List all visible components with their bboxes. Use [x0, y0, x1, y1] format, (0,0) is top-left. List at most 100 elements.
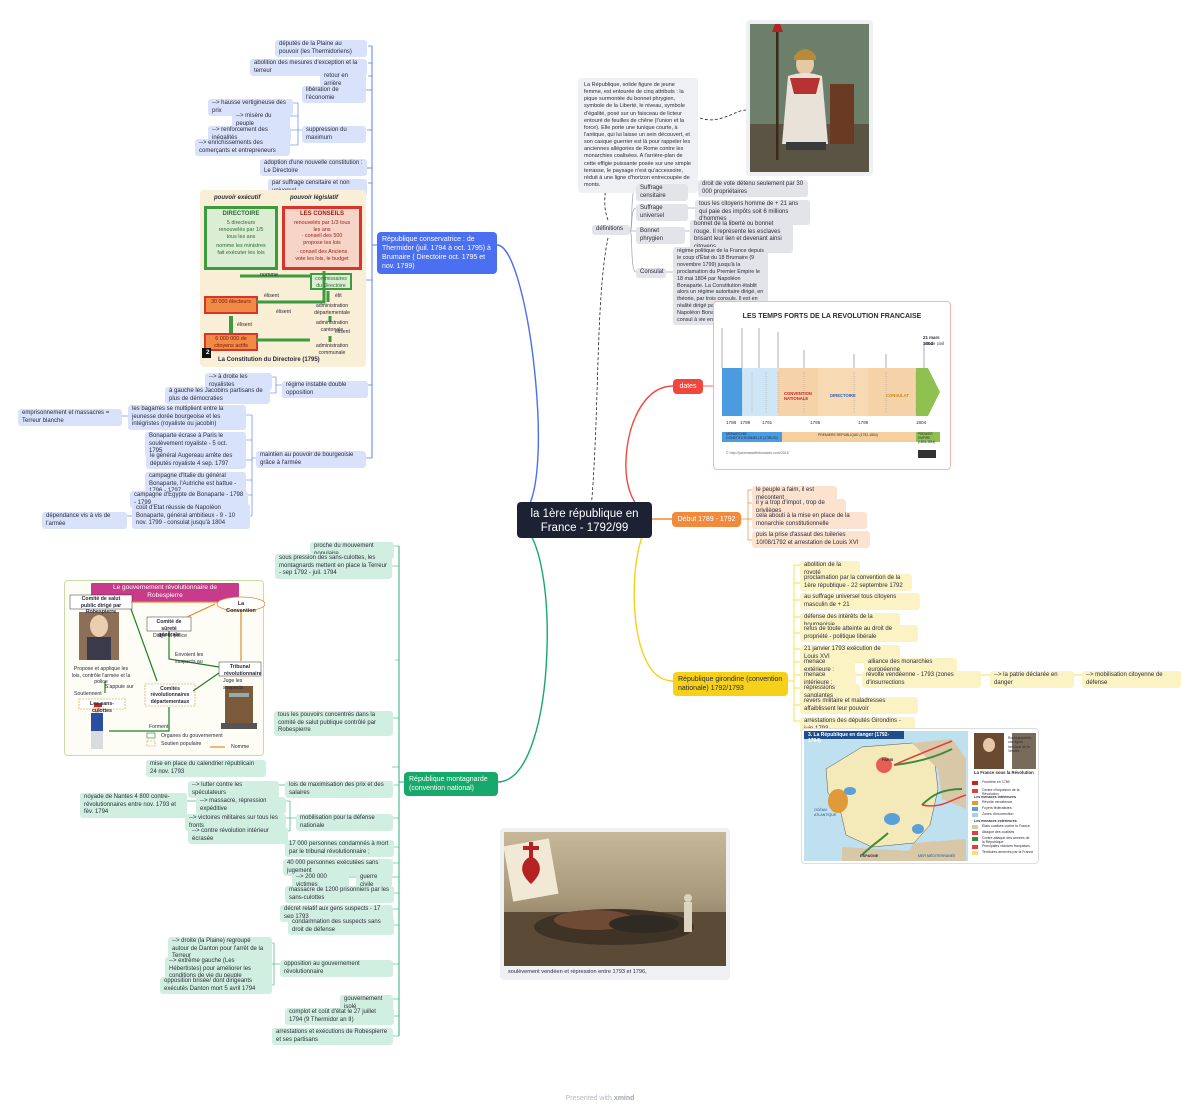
- map-legend-5: Foyers fédéralistes: [982, 806, 1012, 810]
- timeline-diagram: [721, 328, 940, 458]
- node-consulat[interactable]: Consulat: [636, 268, 666, 278]
- branch-girondine[interactable]: République girondine (convention nationa…: [673, 672, 788, 697]
- node-vendeenne[interactable]: révolte vendéenne - 1793 (zones d'insurr…: [862, 671, 981, 689]
- central-title: la 1ère république en France - 1792/99: [530, 508, 639, 535]
- timeline-convention: CONVENTION NATIONALE: [784, 391, 812, 402]
- branch-debut[interactable]: Début 1789 - 1792: [672, 512, 741, 528]
- figure-badge: 2: [206, 349, 210, 356]
- band-republique: PREMIERE REPUBLIQUE (1792-1804): [818, 433, 878, 437]
- map-legend-3: Les menaces intérieures: [974, 795, 1016, 799]
- node-instable[interactable]: régime instable double opposition: [282, 381, 368, 399]
- map-legend-1: Frontière en 1789: [982, 780, 1010, 784]
- year-1789: 1789: [740, 420, 751, 425]
- node-deputes[interactable]: députés de la Plaine au pouvoir (les The…: [275, 40, 367, 58]
- node-pression[interactable]: sous pression des sans-culottes, les mon…: [275, 554, 392, 580]
- footer-presented: Presented with xmind: [0, 1095, 1200, 1102]
- timeline-copyright: © http://parentsactifsfondarts.com/2015: [726, 451, 789, 455]
- directoire-text: 5 directeurs renouvelés par 1/5 tous les…: [218, 220, 264, 240]
- node-maximisation[interactable]: lois de maximisation des prix et des sal…: [285, 781, 393, 799]
- branch-label: Début 1789 - 1792: [677, 516, 736, 523]
- node-speculateurs[interactable]: --> lutter contre les spéculateurs: [188, 781, 279, 799]
- node-dependance[interactable]: dépendance vis à vis de l'armée: [42, 512, 127, 530]
- node-refus[interactable]: refus de toute atteinte au droit de prop…: [800, 625, 918, 643]
- republique-text: La République, solide figure de jeune fe…: [584, 82, 691, 188]
- branch-dates[interactable]: dates: [673, 379, 703, 395]
- node-calendrier[interactable]: mise en place du calendrier républicain …: [146, 760, 266, 778]
- node-condamnation[interactable]: condamnation des suspects sans droit de …: [288, 918, 394, 936]
- node-liberation[interactable]: libération de l'économie: [302, 86, 366, 104]
- gouv-legend2: Soutien populaire: [161, 741, 202, 747]
- republique-description[interactable]: La République, solide figure de jeune fe…: [578, 78, 698, 194]
- constitution-directoire-image: pouvoir exécutif pouvoir législatif DIRE…: [200, 190, 366, 367]
- node-maintien[interactable]: maintien au pouvoir de bourgeoisie grâce…: [256, 451, 366, 469]
- node-droite[interactable]: --> à droite les royalistes: [205, 373, 272, 391]
- map-legend-4: Révolte vendéenne: [982, 800, 1013, 804]
- vendee-painting: [504, 832, 726, 966]
- node-brisee[interactable]: opposition brisée/ dont dirigeants exécu…: [160, 977, 272, 995]
- map-legend-9: Attaque des coalisés: [982, 830, 1015, 834]
- electeurs-box: 30 000 électeurs: [211, 299, 251, 305]
- year-1799: 1799: [858, 420, 869, 425]
- node-executees[interactable]: 40 000 personnes exécutées sans jugement: [283, 859, 393, 877]
- map-legend-8: États coalisés contre la France: [982, 824, 1030, 828]
- map-ocean: OCÉAN ATLANTIQUE: [814, 808, 837, 817]
- elisent-4: élisent: [335, 329, 350, 335]
- node-abouti[interactable]: cela abouti à la mise en place de la mon…: [752, 512, 867, 530]
- map-espagne: ESPAGNE: [860, 854, 879, 858]
- node-noyade[interactable]: noyade de Nantes 4 800 contre-révolution…: [80, 793, 187, 819]
- branch-label: République montagnarde (convention natio…: [409, 776, 488, 793]
- map-portrait-caption: Rochejaquelein, une figure héroïque de l…: [1008, 736, 1033, 754]
- node-mobilisation-g[interactable]: --> mobilisation citoyenne de défense: [1082, 671, 1181, 689]
- node-contre[interactable]: --> contre révolution intérieur écrasée: [188, 827, 288, 845]
- gouv-soutiennent: Soutiennent: [74, 691, 102, 697]
- node-censitaire[interactable]: Suffrage censitaire: [636, 184, 688, 202]
- node-massacre[interactable]: --> massacre, répression expéditive: [196, 797, 286, 815]
- constitution-caption: La Constitution du Directoire (1795): [218, 357, 320, 363]
- node-suffrage-g[interactable]: au suffrage universel tous citoyens masc…: [800, 593, 920, 611]
- central-topic[interactable]: la 1ère république en France - 1792/99: [517, 502, 652, 538]
- node-enrichissement[interactable]: --> enrichissements des comerçants et en…: [195, 139, 290, 157]
- node-misere[interactable]: --> misère du peuple: [232, 112, 290, 130]
- node-universel[interactable]: Suffrage universel: [636, 204, 688, 222]
- node-retour[interactable]: retour en arrière: [320, 72, 366, 90]
- nomme-label: nomme: [260, 272, 278, 278]
- node-coup[interactable]: coût d'Etat réussie de Napoléon Bonapart…: [132, 504, 250, 530]
- timeline-title: LES TEMPS FORTS DE LA REVOLUTION FRANCAI…: [742, 313, 922, 320]
- conseils-text: renouvelés par 1/3 tous les ans: [293, 220, 351, 233]
- node-definitions[interactable]: définitions: [592, 225, 630, 235]
- node-augereau[interactable]: le général Augereau arrête des députés r…: [146, 452, 246, 470]
- directoire-text2: nomme les ministres fait exécuter les lo…: [216, 243, 266, 256]
- vendee-image-card: soulèvement vendéen et répression entre …: [500, 828, 730, 980]
- node-condamnees[interactable]: 17 000 personnes condamnés à mort par le…: [285, 840, 394, 858]
- branch-label: dates: [679, 383, 697, 390]
- node-censitaire-def[interactable]: droit de vote détenu seulement par 30 00…: [698, 180, 808, 198]
- timeline-consulat: CONSULAT: [886, 393, 909, 398]
- event-1804b: Code civil: [925, 341, 945, 346]
- band-monarchie: MONARCHIE CONSTITUTIONNELLE (1789-92): [726, 432, 778, 441]
- node-massacre1200[interactable]: massacre de 1200 prisonniers par les san…: [285, 886, 394, 904]
- node-adoption[interactable]: adoption d'une nouvelle constitution : L…: [260, 159, 367, 177]
- node-patrie[interactable]: --> la patrie déclarée en danger: [990, 671, 1074, 689]
- node-revers[interactable]: revers militaire et maladresses affaibli…: [800, 697, 918, 715]
- node-opposition[interactable]: opposition au gouvernement révolutionnai…: [280, 960, 393, 978]
- node-arrestations-m[interactable]: arrestations et exécutions de Robespierr…: [272, 1028, 393, 1046]
- node-gauche[interactable]: à gauche les Jacobins partisans de plus …: [165, 387, 270, 405]
- node-mobilisation[interactable]: mobilisation pour la défense nationale: [296, 814, 393, 832]
- branch-label: République girondine (convention nationa…: [678, 676, 783, 693]
- node-prise[interactable]: puis la prise d'assaut des tuileries 10/…: [752, 531, 870, 549]
- node-bagarres[interactable]: les bagarres se multiplient entre la jeu…: [128, 405, 246, 431]
- gouv-diagram: [69, 594, 265, 749]
- branch-montagnarde[interactable]: République montagnarde (convention natio…: [404, 772, 498, 797]
- conseils-b2: · conseil des Anciens vote les lois, le …: [295, 249, 349, 262]
- node-proclamation[interactable]: proclamation par la convention de la 1èr…: [800, 574, 912, 592]
- node-bonnet[interactable]: Bonnet phrygien: [636, 227, 685, 245]
- node-pouvoirs[interactable]: tous les pouvoirs concentrés dans la com…: [274, 711, 393, 737]
- node-complot[interactable]: complot et coût d'état le 27 juillet 179…: [285, 1008, 394, 1026]
- map-mer: MER MÉDITERRANÉE: [918, 854, 956, 858]
- node-emprisonnement[interactable]: emprisonnement et massacres = Terreur bl…: [18, 409, 122, 427]
- event-1804: 21 mars 1804: [923, 335, 940, 346]
- constitution-diagram: [202, 206, 362, 358]
- node-suppression[interactable]: suppression du maximum: [302, 126, 366, 144]
- gouv-appuie: S'appuie sur: [105, 684, 134, 690]
- branch-conservatrice[interactable]: République conservatrice : de Thermidor …: [377, 232, 497, 275]
